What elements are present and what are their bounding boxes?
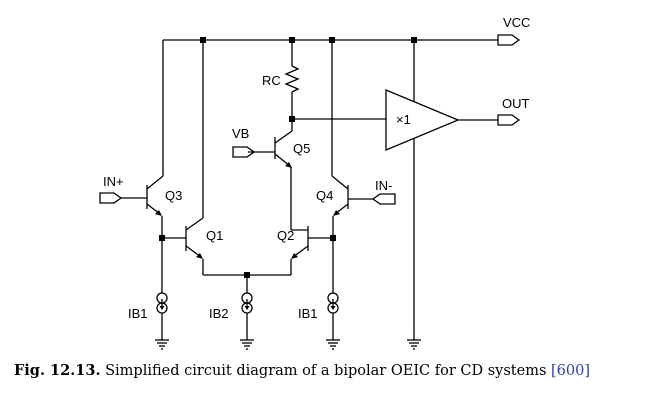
vb-label: VB bbox=[232, 126, 249, 141]
out-label: OUT bbox=[502, 96, 530, 111]
q1-label: Q1 bbox=[206, 228, 223, 243]
rc-label: RC bbox=[262, 73, 281, 88]
q5-transistor bbox=[232, 119, 293, 230]
caption-reference-link[interactable]: [600] bbox=[551, 363, 590, 379]
unity-buffer bbox=[385, 40, 521, 330]
rc-resistor bbox=[284, 40, 300, 119]
circuit-schematic: VCC RC ×1 OUT VB Q5 bbox=[99, 15, 530, 350]
ib2-label: IB2 bbox=[209, 306, 229, 321]
q3-transistor bbox=[99, 40, 164, 238]
vcc-label: VCC bbox=[503, 15, 530, 30]
q2-label: Q2 bbox=[277, 228, 294, 243]
ib1-left-label: IB1 bbox=[128, 306, 148, 321]
tail-current-network bbox=[154, 238, 341, 350]
q4-transistor bbox=[331, 40, 396, 238]
buffer-gain-label: ×1 bbox=[396, 112, 411, 127]
vcc-rail bbox=[163, 34, 521, 46]
figure-caption: Fig. 12.13. Simplified circuit diagram o… bbox=[14, 362, 644, 379]
q2-transistor bbox=[290, 226, 333, 275]
q4-label: Q4 bbox=[316, 188, 333, 203]
ib1-right-label: IB1 bbox=[298, 306, 318, 321]
in-minus-label: IN- bbox=[375, 178, 392, 193]
q1-transistor bbox=[162, 40, 204, 275]
caption-text: Simplified circuit diagram of a bipolar … bbox=[105, 363, 547, 379]
q5-label: Q5 bbox=[293, 141, 310, 156]
in-plus-label: IN+ bbox=[103, 174, 124, 189]
caption-label: Fig. 12.13. bbox=[14, 362, 101, 379]
q3-label: Q3 bbox=[165, 188, 182, 203]
